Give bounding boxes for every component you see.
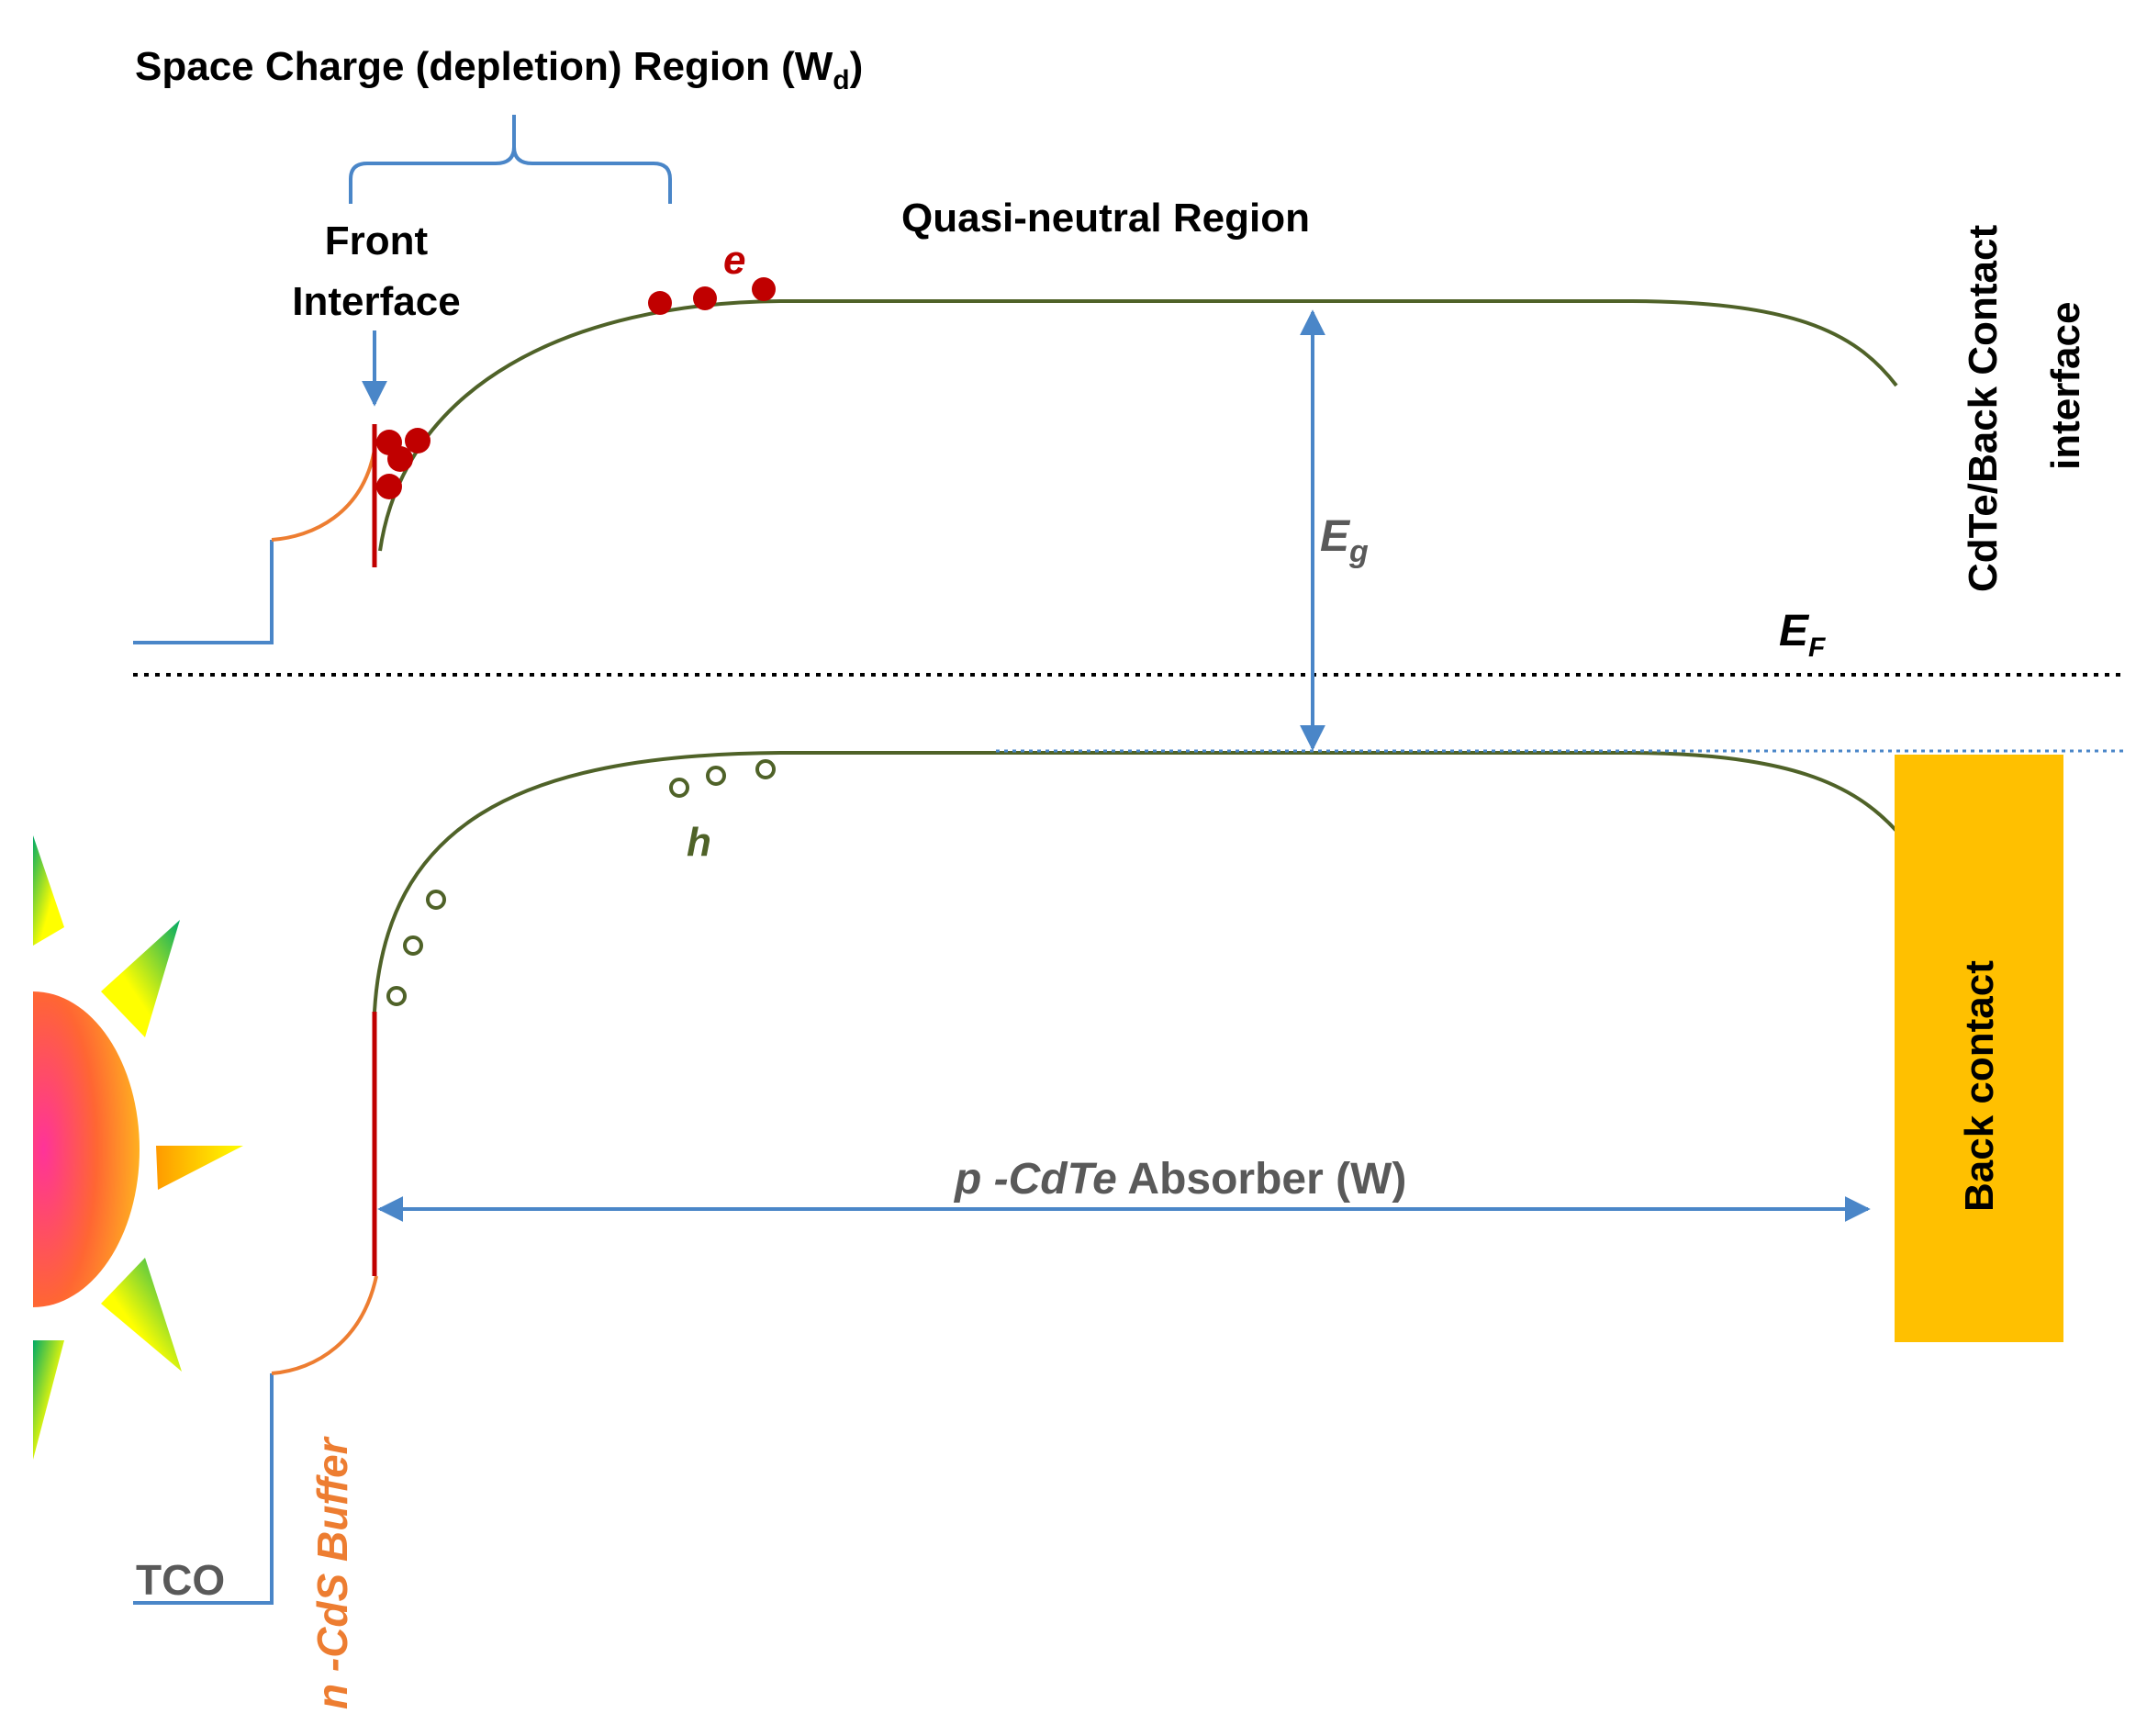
quasi-neutral-label: Quasi-neutral Region <box>901 196 1310 241</box>
hole <box>706 766 726 786</box>
hole <box>386 986 407 1006</box>
hole <box>403 935 423 956</box>
sun-icon <box>33 835 243 1460</box>
conduction-band <box>378 299 1898 552</box>
tco-label: TCO <box>136 1556 225 1604</box>
back-contact-block <box>1895 755 2063 1342</box>
front-interface-label-line2: Interface <box>292 279 460 324</box>
electron <box>693 286 717 310</box>
electron <box>752 277 776 301</box>
hole-label: h <box>687 820 711 865</box>
band-gap-label: Eg <box>1320 512 1369 569</box>
front-interface-label-line1: Front <box>325 218 429 263</box>
electron <box>387 446 413 472</box>
back-interface-label-line1: CdTe/Back Contact <box>1961 225 2006 592</box>
electron <box>376 474 402 499</box>
back-interface-label-line2: interface <box>2043 302 2088 470</box>
hole <box>669 778 689 798</box>
buffer-label: n -CdS Buffer <box>308 1436 356 1709</box>
tco-band-lower <box>133 1373 274 1605</box>
depletion-region-brace <box>349 115 672 204</box>
fermi-level-label: EF <box>1779 607 1826 663</box>
tco-band-upper <box>133 540 274 644</box>
buffer-band-lower <box>271 1275 378 1375</box>
hole <box>755 759 776 779</box>
electrons-interface <box>376 428 431 499</box>
electron-label: e <box>723 238 745 283</box>
electrons-top <box>648 277 776 315</box>
back-contact-label: Back contact <box>1957 960 2002 1212</box>
hole <box>426 890 446 910</box>
electron <box>648 291 672 315</box>
valence-band <box>373 751 1898 1013</box>
electron <box>405 428 431 454</box>
depletion-region-title: Space Charge (depletion) Region (Wd) <box>135 44 863 95</box>
absorber-label: p -CdTe Absorber (W) <box>953 1155 1406 1204</box>
holes <box>386 759 776 1006</box>
buffer-band-upper <box>271 449 376 542</box>
